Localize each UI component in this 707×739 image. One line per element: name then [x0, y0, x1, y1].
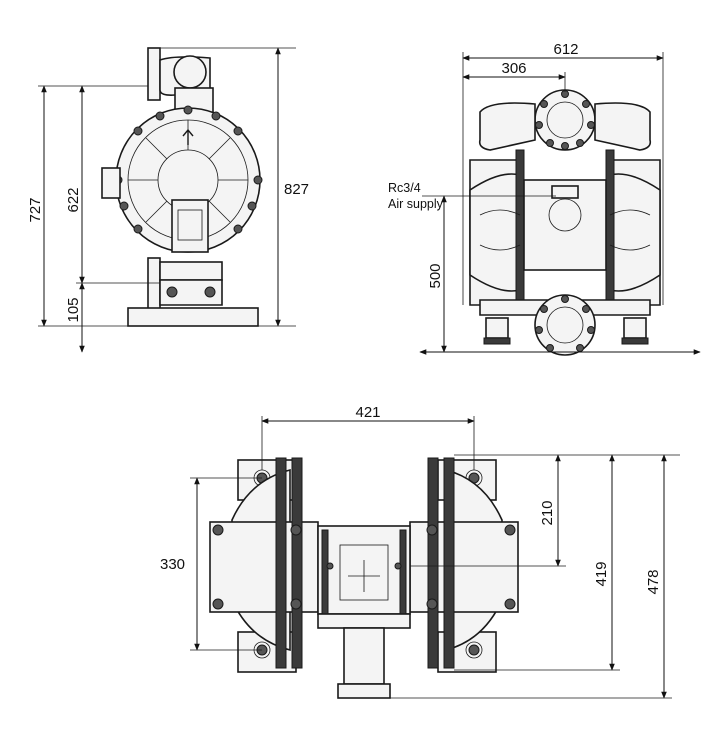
air-supply-size: Rc3/4 — [388, 181, 421, 195]
top-flange — [147, 47, 161, 101]
top-outlet — [337, 683, 391, 699]
base-plate — [127, 307, 259, 327]
center-block — [171, 199, 209, 253]
dim-210: 210 — [539, 500, 556, 525]
dim-612: 612 — [553, 41, 578, 58]
dim-500: 500 — [427, 263, 444, 288]
dim-330: 330 — [160, 556, 185, 573]
flow-arrow-icon — [182, 128, 194, 145]
dim-827: 827 — [284, 181, 309, 198]
dim-105: 105 — [65, 297, 82, 322]
bottom-flange — [147, 257, 161, 311]
top-port-flange — [534, 89, 596, 151]
dim-727: 727 — [27, 197, 44, 222]
top-view: 421 330 210 419 478 — [160, 404, 680, 699]
dim-421: 421 — [355, 404, 380, 421]
dim-478: 478 — [645, 569, 662, 594]
bottom-port-flange — [534, 294, 596, 356]
air-supply-label: Air supply — [388, 197, 444, 211]
top-port — [173, 55, 207, 89]
dim-622: 622 — [65, 187, 82, 212]
front-view: 727 622 105 827 — [27, 47, 309, 353]
dim-306: 306 — [501, 60, 526, 77]
side-port — [101, 167, 121, 199]
dim-419: 419 — [593, 561, 610, 586]
side-view: 612 306 Rc3/4 Air supply 500 — [388, 41, 701, 356]
